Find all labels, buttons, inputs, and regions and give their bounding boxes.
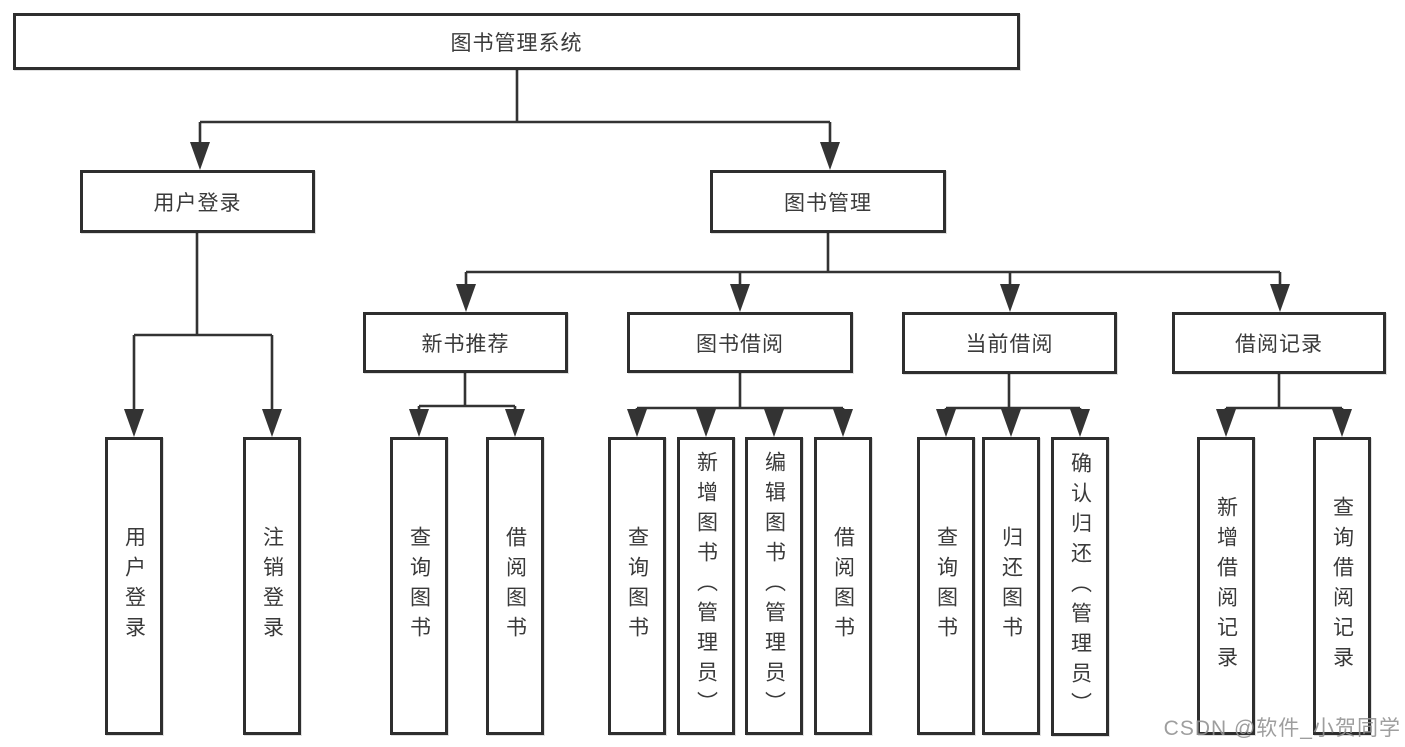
leaf-bb-edit-book-admin-label: 编辑图书（管理员） xyxy=(762,451,786,721)
leaf-nb-query-book: 查询图书 xyxy=(390,437,448,735)
leaf-cb-query-book-label: 查询图书 xyxy=(934,526,958,646)
node-book-borrow-label: 图书借阅 xyxy=(696,332,784,356)
node-new-book-recommend: 新书推荐 xyxy=(363,312,568,373)
leaf-br-query-record: 查询借阅记录 xyxy=(1313,437,1371,735)
node-borrow-records-label: 借阅记录 xyxy=(1235,333,1323,356)
leaf-br-add-record-label: 新增借阅记录 xyxy=(1214,496,1238,676)
leaf-cb-query-book: 查询图书 xyxy=(917,437,975,735)
leaf-logout-login-label: 注销登录 xyxy=(260,526,284,646)
node-current-borrow-label: 当前借阅 xyxy=(965,333,1054,356)
leaf-cb-confirm-return-admin: 确认归还（管理员） xyxy=(1051,437,1109,736)
node-user-login-label: 用户登录 xyxy=(153,191,242,215)
leaf-logout-login: 注销登录 xyxy=(243,437,301,735)
csdn-watermark: CSDN @软件_小贺同学 xyxy=(1163,717,1401,740)
node-borrow-records: 借阅记录 xyxy=(1172,312,1386,374)
leaf-bb-query-book: 查询图书 xyxy=(608,437,666,735)
leaf-cb-return-book: 归还图书 xyxy=(982,437,1040,735)
leaf-br-add-record: 新增借阅记录 xyxy=(1197,437,1255,735)
node-user-login: 用户登录 xyxy=(80,170,315,233)
leaf-bb-add-book-admin-label: 新增图书（管理员） xyxy=(694,451,718,721)
leaf-nb-query-book-label: 查询图书 xyxy=(407,526,431,646)
leaf-user-login-label: 用户登录 xyxy=(122,526,146,646)
leaf-bb-query-book-label: 查询图书 xyxy=(625,526,649,646)
leaf-br-query-record-label: 查询借阅记录 xyxy=(1330,496,1354,676)
node-new-book-recommend-label: 新书推荐 xyxy=(421,332,510,356)
leaf-nb-borrow-book: 借阅图书 xyxy=(486,437,544,735)
leaf-bb-add-book-admin: 新增图书（管理员） xyxy=(677,437,735,735)
leaf-cb-return-book-label: 归还图书 xyxy=(999,526,1023,646)
leaf-cb-confirm-return-admin-label: 确认归还（管理员） xyxy=(1068,451,1092,722)
node-book-management-label: 图书管理 xyxy=(784,191,872,215)
node-book-management: 图书管理 xyxy=(710,170,946,233)
node-current-borrow: 当前借阅 xyxy=(902,312,1117,374)
node-library-system-label: 图书管理系统 xyxy=(450,31,583,55)
node-library-system: 图书管理系统 xyxy=(13,13,1020,70)
leaf-user-login: 用户登录 xyxy=(105,437,163,735)
arrowheads xyxy=(124,142,1352,437)
leaf-bb-edit-book-admin: 编辑图书（管理员） xyxy=(745,437,803,735)
leaf-bb-borrow-book-label: 借阅图书 xyxy=(831,526,855,646)
node-book-borrow: 图书借阅 xyxy=(627,312,853,373)
leaf-nb-borrow-book-label: 借阅图书 xyxy=(503,526,527,646)
leaf-bb-borrow-book: 借阅图书 xyxy=(814,437,872,735)
